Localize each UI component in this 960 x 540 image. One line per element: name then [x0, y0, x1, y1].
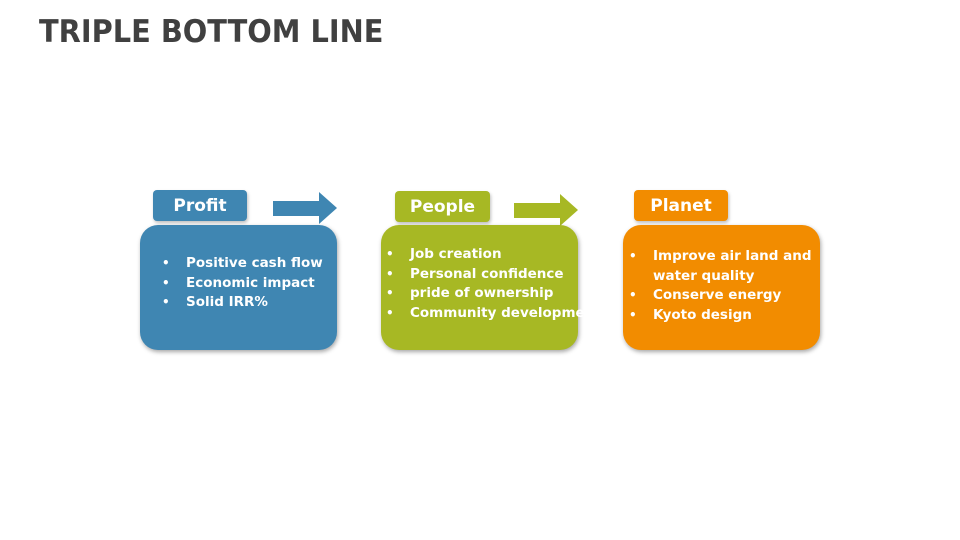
arrow-right-icon	[273, 192, 337, 224]
list-item: Positive cash flow	[162, 254, 323, 274]
list-item: Solid IRR%	[162, 293, 323, 313]
list-item: Community development	[386, 304, 601, 324]
profit-tab: Profit	[153, 190, 247, 221]
people-box: Job creation Personal confidence pride o…	[381, 225, 601, 350]
planet-box: Improve air land and water quality Conse…	[623, 225, 820, 350]
planet-tab: Planet	[634, 190, 728, 221]
list-item: pride of ownership	[386, 284, 601, 304]
profit-box: Positive cash flow Economic impact Solid…	[140, 225, 337, 350]
list-item: Kyoto design	[629, 306, 812, 326]
people-label: People	[409, 196, 476, 217]
planet-label: Planet	[650, 195, 712, 216]
page-title: TRIPLE BOTTOM LINE	[39, 14, 384, 50]
list-item: Job creation	[386, 245, 601, 265]
arrow-right-icon	[514, 194, 578, 226]
people-list: Job creation Personal confidence pride o…	[386, 245, 601, 323]
planet-list: Improve air land and water quality Conse…	[629, 247, 812, 325]
list-item: Improve air land and	[629, 247, 812, 267]
profit-list: Positive cash flow Economic impact Solid…	[162, 254, 323, 313]
people-tab: People	[395, 191, 490, 222]
profit-label: Profit	[173, 195, 227, 216]
list-item: Economic impact	[162, 274, 323, 294]
list-item: Personal confidence	[386, 265, 601, 285]
list-item: Conserve energy	[629, 286, 812, 306]
list-item: water quality	[653, 267, 755, 284]
